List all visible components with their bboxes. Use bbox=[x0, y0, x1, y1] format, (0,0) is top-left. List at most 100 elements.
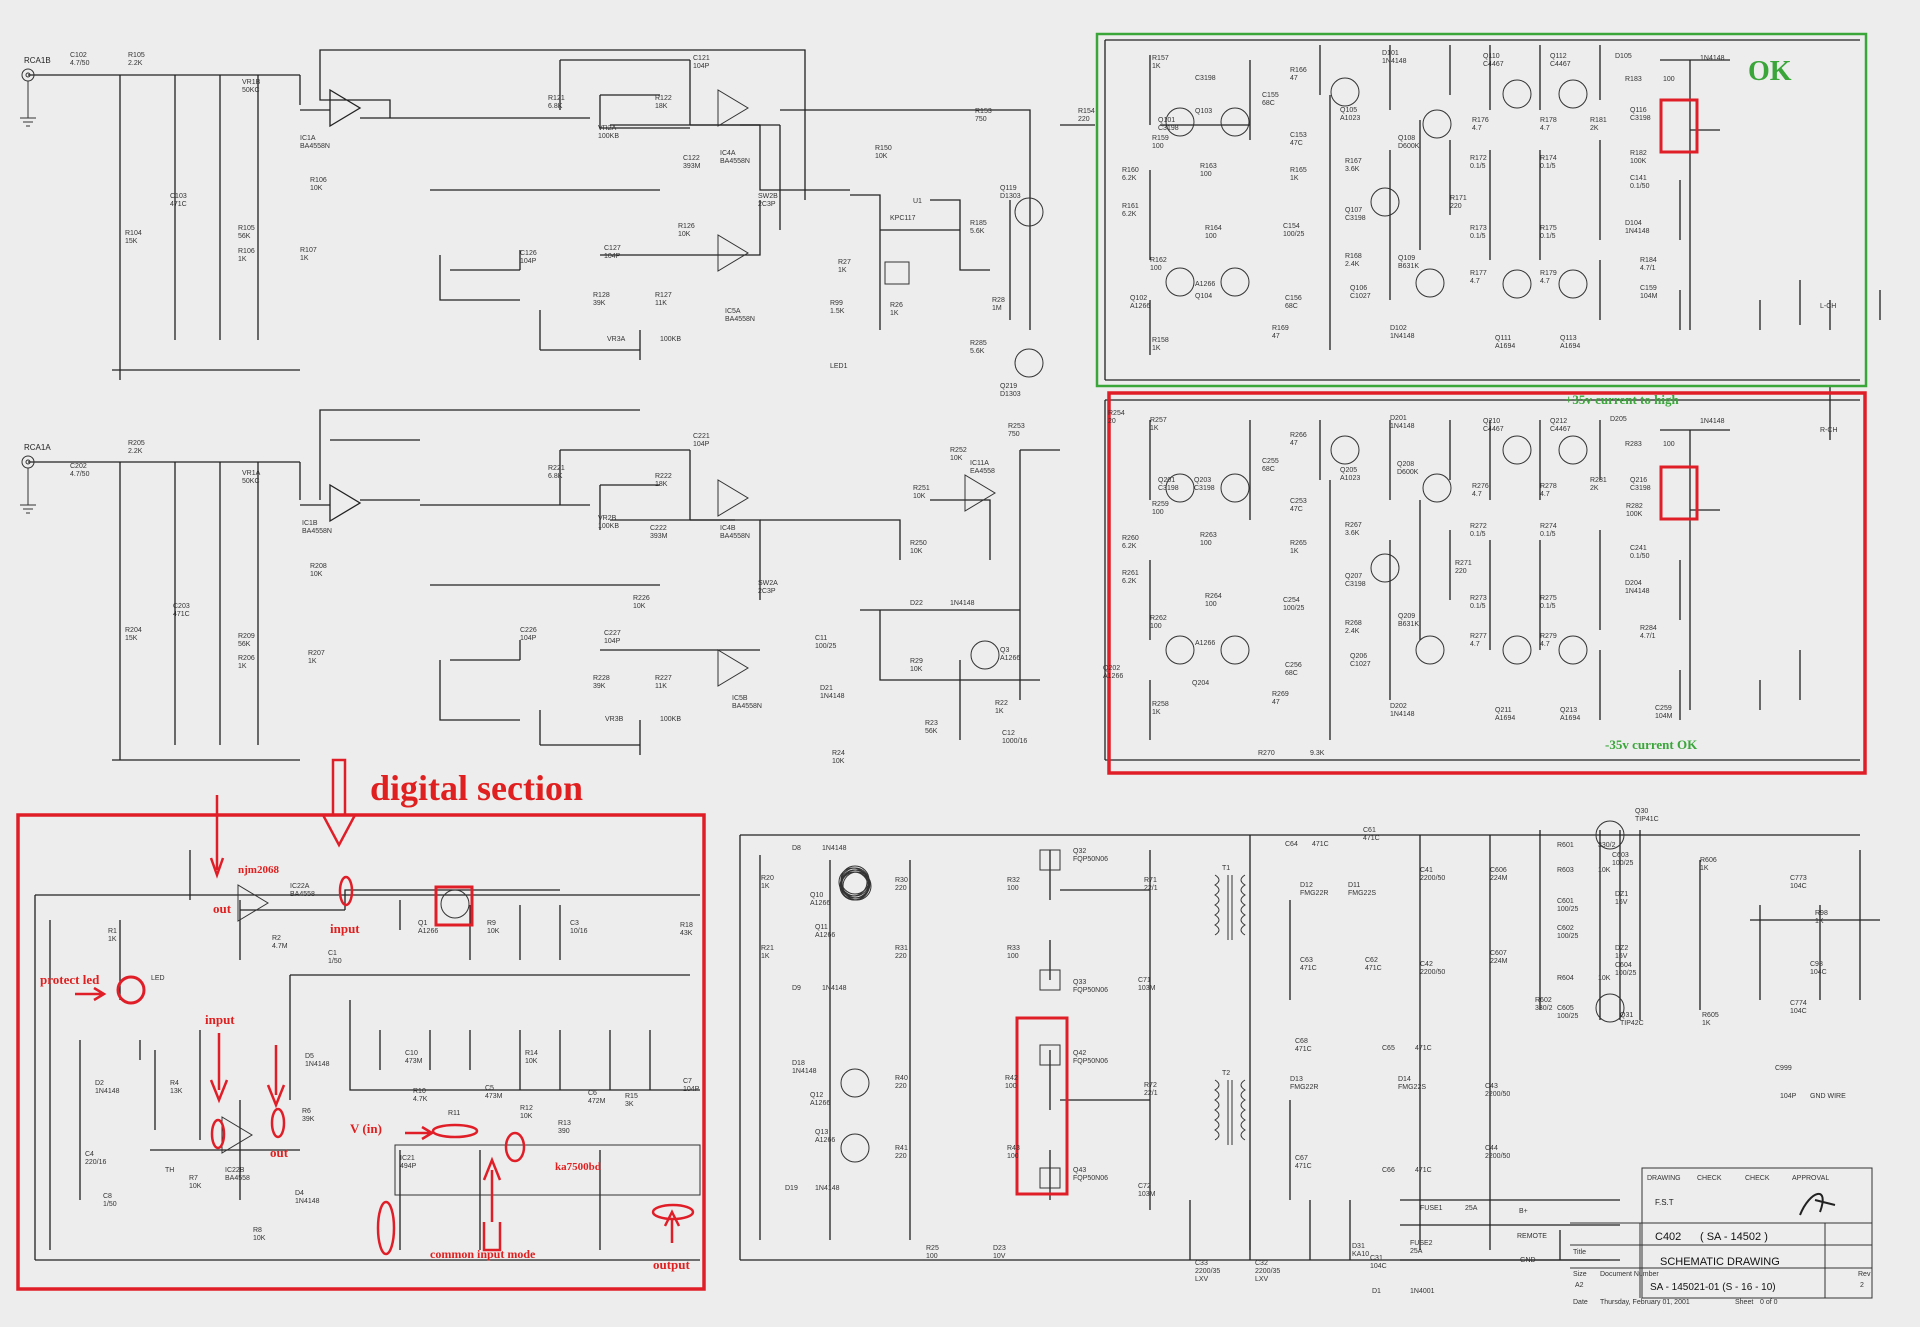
out-annotation-1: out bbox=[213, 901, 232, 916]
transformers bbox=[1214, 874, 1246, 1145]
tb-rev-header: Rev bbox=[1858, 1271, 1871, 1278]
component-label-d1v: 1N4001 bbox=[1410, 1288, 1435, 1295]
component-label-r283: R283 bbox=[1625, 441, 1642, 448]
mosfets bbox=[1039, 849, 1061, 1189]
component-label-q104: Q104 bbox=[1195, 293, 1212, 300]
component-label-q204: Q204 bbox=[1192, 680, 1209, 687]
rca-left-label: RCA1B bbox=[24, 56, 51, 65]
ic-blocks bbox=[394, 261, 1873, 1299]
ok-annotation: OK bbox=[1748, 56, 1792, 87]
mosfet-pair-highlight bbox=[1015, 1016, 1069, 1196]
tb-check-header-1: CHECK bbox=[1697, 1175, 1722, 1182]
tb-model: C402 bbox=[1655, 1231, 1681, 1243]
tb-approval-header: APPROVAL bbox=[1792, 1175, 1829, 1182]
left-channel-ok-box bbox=[1095, 32, 1868, 388]
pos-rail-annotation: +35v current to high bbox=[1565, 392, 1679, 407]
tb-rev: 2 bbox=[1860, 1282, 1864, 1289]
component-label-led1: LED1 bbox=[830, 363, 848, 370]
component-label-r270: R270 bbox=[1258, 750, 1275, 757]
component-label-r604v: 10K bbox=[1598, 975, 1611, 982]
component-label-r270v: 9.3K bbox=[1310, 750, 1325, 757]
tb-part: ( SA - 14502 ) bbox=[1700, 1231, 1768, 1243]
component-label-fuse1: FUSE1 bbox=[1420, 1205, 1443, 1212]
out-ellipse-2 bbox=[270, 1107, 286, 1139]
wiring-protect bbox=[34, 850, 700, 1261]
component-label-r601: R601 bbox=[1557, 842, 1574, 849]
component-label-gnd: GND bbox=[1520, 1257, 1536, 1264]
component-label-r11: R11 bbox=[448, 1110, 460, 1117]
component-label-r603v: 10K bbox=[1598, 867, 1611, 874]
